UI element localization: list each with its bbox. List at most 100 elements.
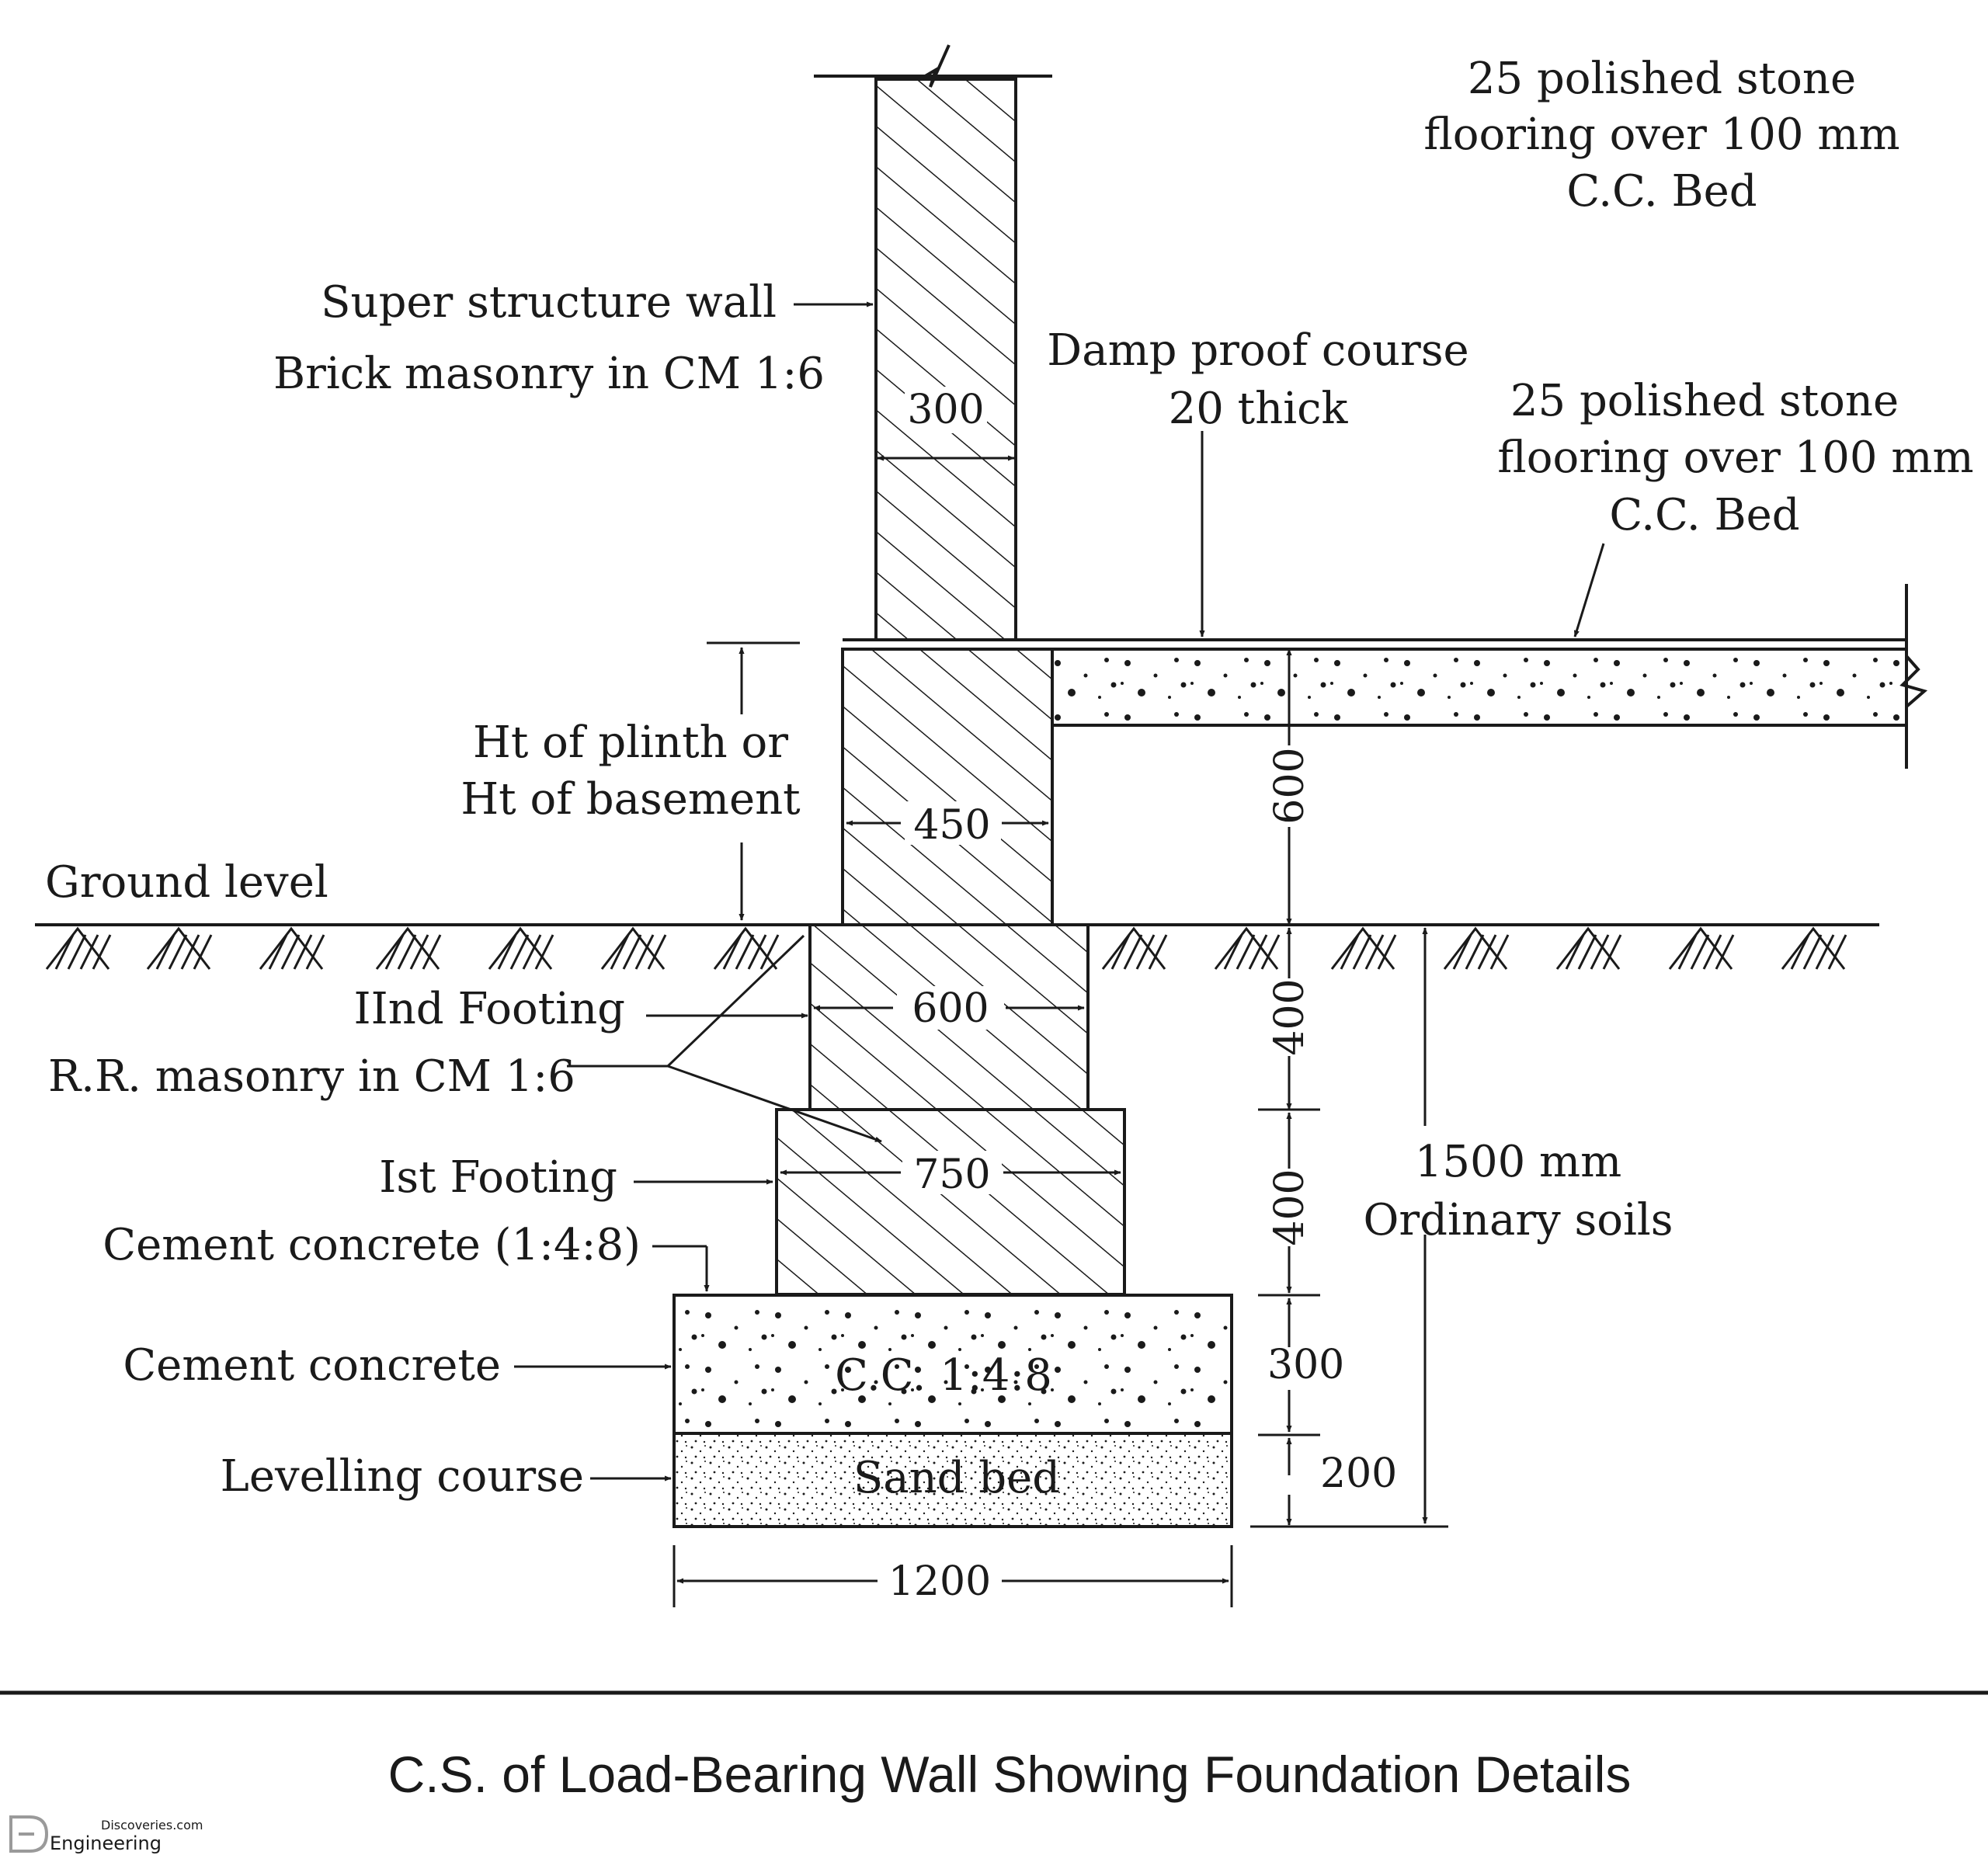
ground-hatch-mark (146, 926, 211, 970)
ground-hatch-mark (1668, 926, 1733, 970)
sand-bed-label: Sand bed (853, 1453, 1060, 1503)
ground-hatch-mark (45, 926, 110, 970)
first-footing-height-dim: 400 (1267, 1169, 1313, 1245)
concrete-bed (673, 1294, 1233, 1435)
ground-hatch-stroke (722, 934, 742, 970)
plinth-width-dim: 450 (913, 802, 990, 849)
superstructure-label-2: Brick masonry in CM 1:6 (273, 349, 825, 399)
ground-hatch-stroke (92, 934, 112, 970)
floor-note-line-3: C.C. Bed (1609, 490, 1799, 540)
floor-slab (843, 584, 1928, 769)
superstructure-wall (814, 44, 1052, 641)
ground-hatch-stroke (1452, 934, 1472, 970)
ground-hatch-mark (1443, 926, 1508, 970)
top-right-note-line-1: 25 polished stone (1468, 54, 1856, 104)
ground-hatch-stroke (735, 934, 755, 970)
ground-hatch-stroke (1477, 934, 1497, 970)
ground-hatch-stroke (305, 934, 325, 970)
soil-depth-label-2: Ordinary soils (1363, 1195, 1673, 1245)
ground-hatch-stroke (1815, 934, 1835, 970)
ground-hatch-stroke (747, 934, 767, 970)
ground-hatch-stroke (155, 934, 176, 970)
ground-hatch-stroke (1590, 934, 1610, 970)
ground-hatch-stroke (293, 934, 313, 970)
ground-hatch-stroke (1223, 934, 1243, 970)
concrete-height-dim: 300 (1267, 1342, 1344, 1388)
ground-hatch-stroke (1260, 934, 1281, 970)
wall-width-dim: 300 (907, 387, 984, 433)
ground-hatch-mark (259, 926, 324, 970)
ground-hatch-stroke (79, 934, 99, 970)
ground-hatch-stroke (1677, 934, 1698, 970)
ground-hatch-stroke (268, 934, 288, 970)
first-footing-width-dim: 750 (913, 1152, 990, 1198)
ground-hatch-stroke (1135, 934, 1156, 970)
ground-hatch-stroke (1364, 934, 1385, 970)
ground-hatch-mark (375, 926, 440, 970)
base-width-dim: 1200 (888, 1558, 991, 1605)
ground-hatch-stroke (1465, 934, 1485, 970)
ground-hatch-stroke (193, 934, 213, 970)
ground-hatch-stroke (1790, 934, 1810, 970)
ground-hatch-stroke (168, 934, 188, 970)
first-footing-label: Ist Footing (379, 1152, 617, 1203)
ground-hatch-stroke (1489, 934, 1510, 970)
sand-layer (673, 1432, 1233, 1528)
second-footing-label: IInd Footing (353, 984, 625, 1034)
watermark: Discoveries.com Engineering (9, 1815, 203, 1854)
watermark-line-2: Engineering (50, 1832, 162, 1854)
ground-hatch-stroke (634, 934, 655, 970)
ground-hatch-mark (1330, 926, 1395, 970)
plinth-wall (841, 648, 1054, 926)
ground-hatch (45, 926, 1847, 970)
dpc-note-line-2: 20 thick (1169, 384, 1349, 434)
ground-hatch-stroke (759, 934, 780, 970)
ground-hatch-mark (600, 926, 666, 970)
ground-hatch-stroke (1827, 934, 1847, 970)
superstructure-label-1: Super structure wall (321, 277, 777, 328)
ground-level-label: Ground level (45, 857, 328, 908)
floor-note-line-1: 25 polished stone (1510, 376, 1899, 426)
ground-hatch-stroke (1352, 934, 1372, 970)
first-footing (775, 1108, 1126, 1296)
ground-hatch-stroke (1110, 934, 1131, 970)
cement-concrete-label: Cement concrete (123, 1340, 501, 1391)
floor-note-line-2: flooring over 100 mm (1497, 432, 1973, 483)
dpc-note-line-1: Damp proof course (1047, 325, 1468, 376)
ground-hatch-stroke (509, 934, 530, 970)
ground-hatch-stroke (409, 934, 429, 970)
levelling-course-label: Levelling course (221, 1451, 584, 1502)
ground-hatch-mark (1214, 926, 1279, 970)
ground-hatch-stroke (1802, 934, 1823, 970)
ground-hatch-stroke (1602, 934, 1622, 970)
break-mark-icon (921, 44, 951, 88)
ground-hatch-stroke (1123, 934, 1143, 970)
ground-hatch-stroke (67, 934, 87, 970)
ground-hatch-stroke (1702, 934, 1722, 970)
top-right-note-line-3: C.C. Bed (1566, 166, 1757, 217)
ground-hatch-stroke (1715, 934, 1735, 970)
plinth-label-2: Ht of basement (461, 774, 801, 825)
ground-hatch-stroke (1690, 934, 1710, 970)
second-footing-width-dim: 600 (912, 985, 989, 1032)
ground-hatch-stroke (422, 934, 442, 970)
ground-hatch-mark (713, 926, 778, 970)
ground-hatch-stroke (384, 934, 405, 970)
ground-hatch-stroke (1565, 934, 1585, 970)
second-footing-height-dim: 400 (1267, 978, 1313, 1055)
ground-hatch-mark (488, 926, 553, 970)
ground-hatch-stroke (534, 934, 554, 970)
ground-hatch-mark (1101, 926, 1166, 970)
diagram-caption: C.S. of Load-Bearing Wall Showing Founda… (388, 1746, 1632, 1803)
cc-mix-label: C.C. 1:4:8 (835, 1350, 1052, 1401)
watermark-line-1: Discoveries.com (101, 1818, 203, 1832)
ground-hatch-mark (1555, 926, 1621, 970)
ground-hatch-stroke (610, 934, 630, 970)
plinth-label-1: Ht of plinth or (473, 717, 788, 768)
ground-hatch-stroke (1377, 934, 1397, 970)
ground-hatch-stroke (1577, 934, 1597, 970)
rr-masonry-label: R.R. masonry in CM 1:6 (48, 1051, 575, 1102)
dimension-lines (514, 301, 1605, 1607)
plinth-height-dim: 600 (1267, 747, 1313, 824)
